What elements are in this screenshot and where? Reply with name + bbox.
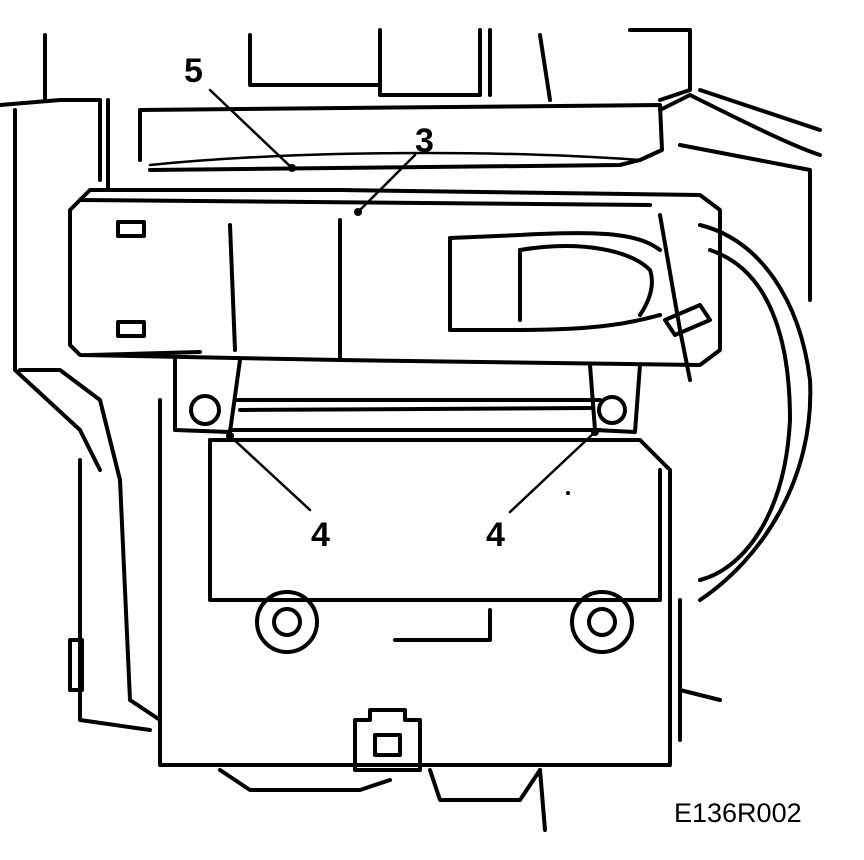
- left-screw-head: [189, 394, 221, 426]
- housing-slot-top: [116, 220, 146, 238]
- callout-4-right: 4: [486, 516, 505, 554]
- figure-id: E136R002: [674, 798, 802, 828]
- leader-line-4-right: [508, 430, 597, 514]
- right-screw-head: [597, 395, 627, 425]
- leader-line-4-left: [228, 434, 312, 512]
- upper-cover: [138, 93, 692, 172]
- lower-unit: [158, 398, 722, 832]
- background-structure: [0, 28, 822, 742]
- leader-line-3: [356, 153, 417, 214]
- callout-3: 3: [415, 122, 434, 160]
- mounting-bracket: [173, 358, 642, 434]
- callout-4-left: 4: [311, 516, 330, 554]
- housing-slot-bottom: [116, 320, 146, 338]
- callout-5: 5: [184, 52, 203, 90]
- connector-housing: [68, 188, 813, 602]
- leader-line-5: [208, 88, 294, 170]
- leader-lines: [208, 88, 599, 514]
